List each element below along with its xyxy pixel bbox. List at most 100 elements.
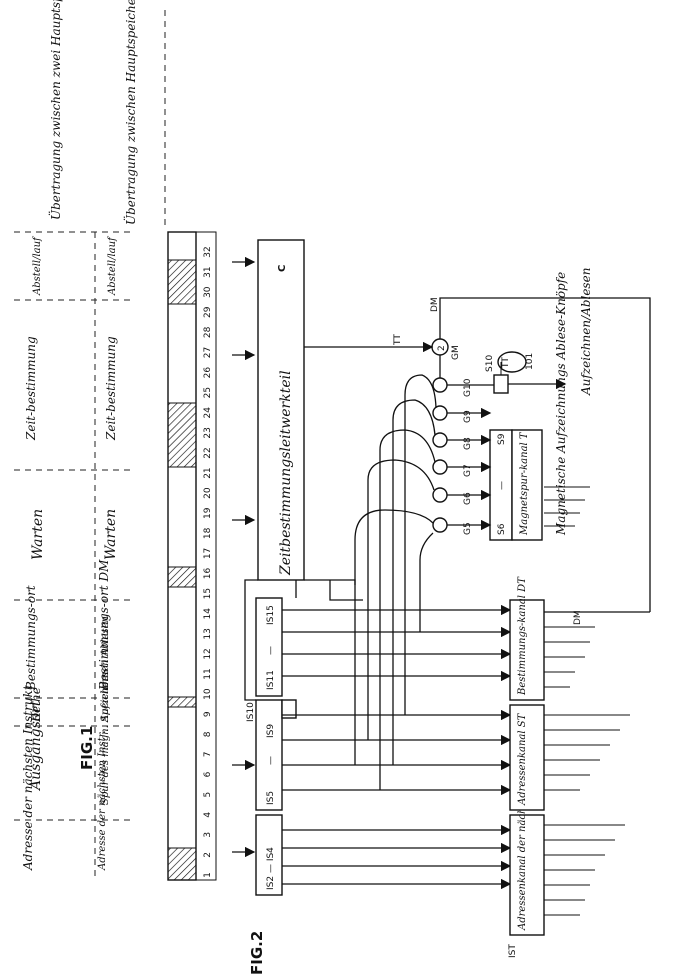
channel-bestimmung — [509, 599, 545, 701]
register-is11-label: IS11 — [266, 670, 276, 690]
channel-adressen-st-label: Adressenkanal ST — [517, 712, 528, 806]
register-bus-lines — [282, 604, 512, 890]
position-number: 28 — [203, 326, 213, 338]
position-number: 26 — [203, 367, 213, 379]
fig2: FIG.2 Zeitbestimmungsleitwerkteil C IS2 … — [232, 239, 651, 975]
position-number: 13 — [203, 628, 213, 639]
position-number: 2 — [203, 852, 213, 858]
switch-s10-label: S10 — [485, 355, 495, 372]
register-is10-label: IS10 — [246, 702, 256, 722]
fig1: FIG.1 Adresse der nächsten Instrukt Ausg… — [14, 0, 217, 881]
switch-s9: S9 — [497, 433, 507, 445]
fig1-r2-zeitbestimmung: Zeit-bestimmung — [104, 336, 118, 441]
gate-to-switch-lines — [447, 407, 492, 531]
switch-dash: — — [497, 481, 507, 490]
position-number: 22 — [203, 447, 213, 458]
dm-top-line — [439, 297, 651, 612]
position-number: 18 — [203, 527, 213, 539]
fig1-r1-ausgangsort: Ausgangsort — [28, 700, 44, 792]
fig1-r2-warten: Warten — [103, 509, 119, 560]
fig1-position-strip — [195, 231, 217, 881]
fig1-r2-adresse: Adresse der nächsten Instr. — [97, 731, 108, 872]
fig1-position-numbers: 1234567891011121314151617181920212223242… — [203, 246, 213, 878]
position-number: 23 — [203, 427, 213, 438]
register-dash: — — [266, 756, 276, 765]
fig1-hatched-block — [167, 847, 197, 881]
position-number: 5 — [203, 792, 213, 798]
controller-label: Zeitbestimmungsleitwerkteil — [278, 370, 294, 576]
channel-adressen-next-label: Adressenkanal der nächsten Instruktion — [517, 726, 528, 931]
controller-to-register — [244, 579, 258, 701]
controller-box — [257, 239, 305, 581]
gate-g8 — [432, 432, 448, 448]
register-is15-label: IS15 — [266, 605, 276, 625]
gate-g9 — [432, 405, 448, 421]
position-number: 10 — [203, 688, 213, 700]
fig1-r2-abstelllauf: Abstell/lauf — [107, 235, 118, 296]
position-number: 3 — [203, 832, 213, 838]
position-number: 11 — [203, 668, 213, 679]
position-number: 17 — [203, 548, 213, 559]
register-to-gate-curves — [354, 374, 437, 790]
position-number: 15 — [203, 588, 213, 599]
position-number: 14 — [203, 608, 213, 620]
controller-link — [329, 580, 363, 601]
tt-101-circle — [497, 351, 527, 373]
position-number: 19 — [203, 507, 213, 519]
gate-g5 — [432, 517, 448, 533]
dm-top-label: DM — [430, 297, 440, 312]
fig1-r1-bestimmungsort: Bestimmungs-ort — [24, 585, 38, 691]
dm-bottom-label: DM — [573, 610, 583, 625]
position-number: 27 — [203, 347, 213, 358]
position-number: 6 — [203, 771, 213, 777]
register-is5-is9 — [255, 699, 283, 811]
gate-label-g6: G6 — [463, 492, 473, 505]
fig1-label: FIG.1 — [78, 726, 96, 770]
fig2-label: FIG.2 — [248, 931, 266, 975]
position-number: 31 — [203, 266, 213, 277]
tt-101-sub: 101 — [525, 353, 535, 370]
register-is5-label: IS5 — [266, 791, 276, 805]
position-number: 4 — [203, 812, 213, 818]
position-number: 21 — [203, 467, 213, 478]
register-dash: — — [266, 646, 276, 655]
position-number: 9 — [203, 711, 213, 717]
gate-g10 — [432, 377, 448, 393]
register-is9-label: IS9 — [266, 724, 276, 738]
position-number: 16 — [203, 568, 213, 580]
position-number: 8 — [203, 731, 213, 737]
fig1-r1-reihe: Reihe — [29, 687, 43, 723]
register-is2-is4-label: IS2 — IS4 — [266, 847, 276, 890]
controller-c: C — [277, 265, 288, 272]
channel-adressen-next — [509, 814, 545, 936]
fig1-r1-adresse: Adresse der nächsten Instrukt — [21, 685, 35, 871]
channel-adressen-st — [509, 704, 545, 811]
tt-label: TT — [393, 334, 403, 346]
gate-label-g9: G9 — [463, 410, 473, 423]
fig1-hatched-block — [167, 259, 197, 305]
position-number: 20 — [203, 487, 213, 499]
switch-s10 — [493, 374, 509, 394]
ist-label: IST — [508, 944, 518, 958]
gate-label-g5: G5 — [463, 522, 473, 535]
position-number: 29 — [203, 306, 213, 318]
fig1-hatched-block — [167, 566, 197, 588]
gate-gm-symbol: 2 — [437, 345, 447, 351]
fig1-r1-warten: Warten — [30, 509, 46, 560]
position-number: 7 — [203, 752, 213, 758]
channel-magnetische-label: Magnetische Aufzeichnungs Ablese-Knöpfe — [554, 272, 568, 536]
position-number: 25 — [203, 387, 213, 398]
position-number: 30 — [203, 286, 213, 298]
fig1-r2-bestimmungsort: Bestimmungs-ort DM — [97, 559, 111, 691]
gate-gm-label: GM — [451, 345, 461, 360]
gate-g6 — [432, 487, 448, 503]
gate-label-g7: G7 — [463, 464, 473, 477]
fig1-hatched-block — [167, 402, 197, 468]
aufzeichnen-ablesen: Aufzeichnen/Ablesen — [579, 268, 593, 396]
position-number: 32 — [203, 246, 213, 257]
position-number: 1 — [203, 872, 213, 878]
gate-label-g10: G10 — [463, 378, 473, 397]
fig1-r1-description: Übertragung zwischen zwei Hauptspeichern — [47, 0, 63, 220]
register-is10-box — [281, 699, 297, 719]
